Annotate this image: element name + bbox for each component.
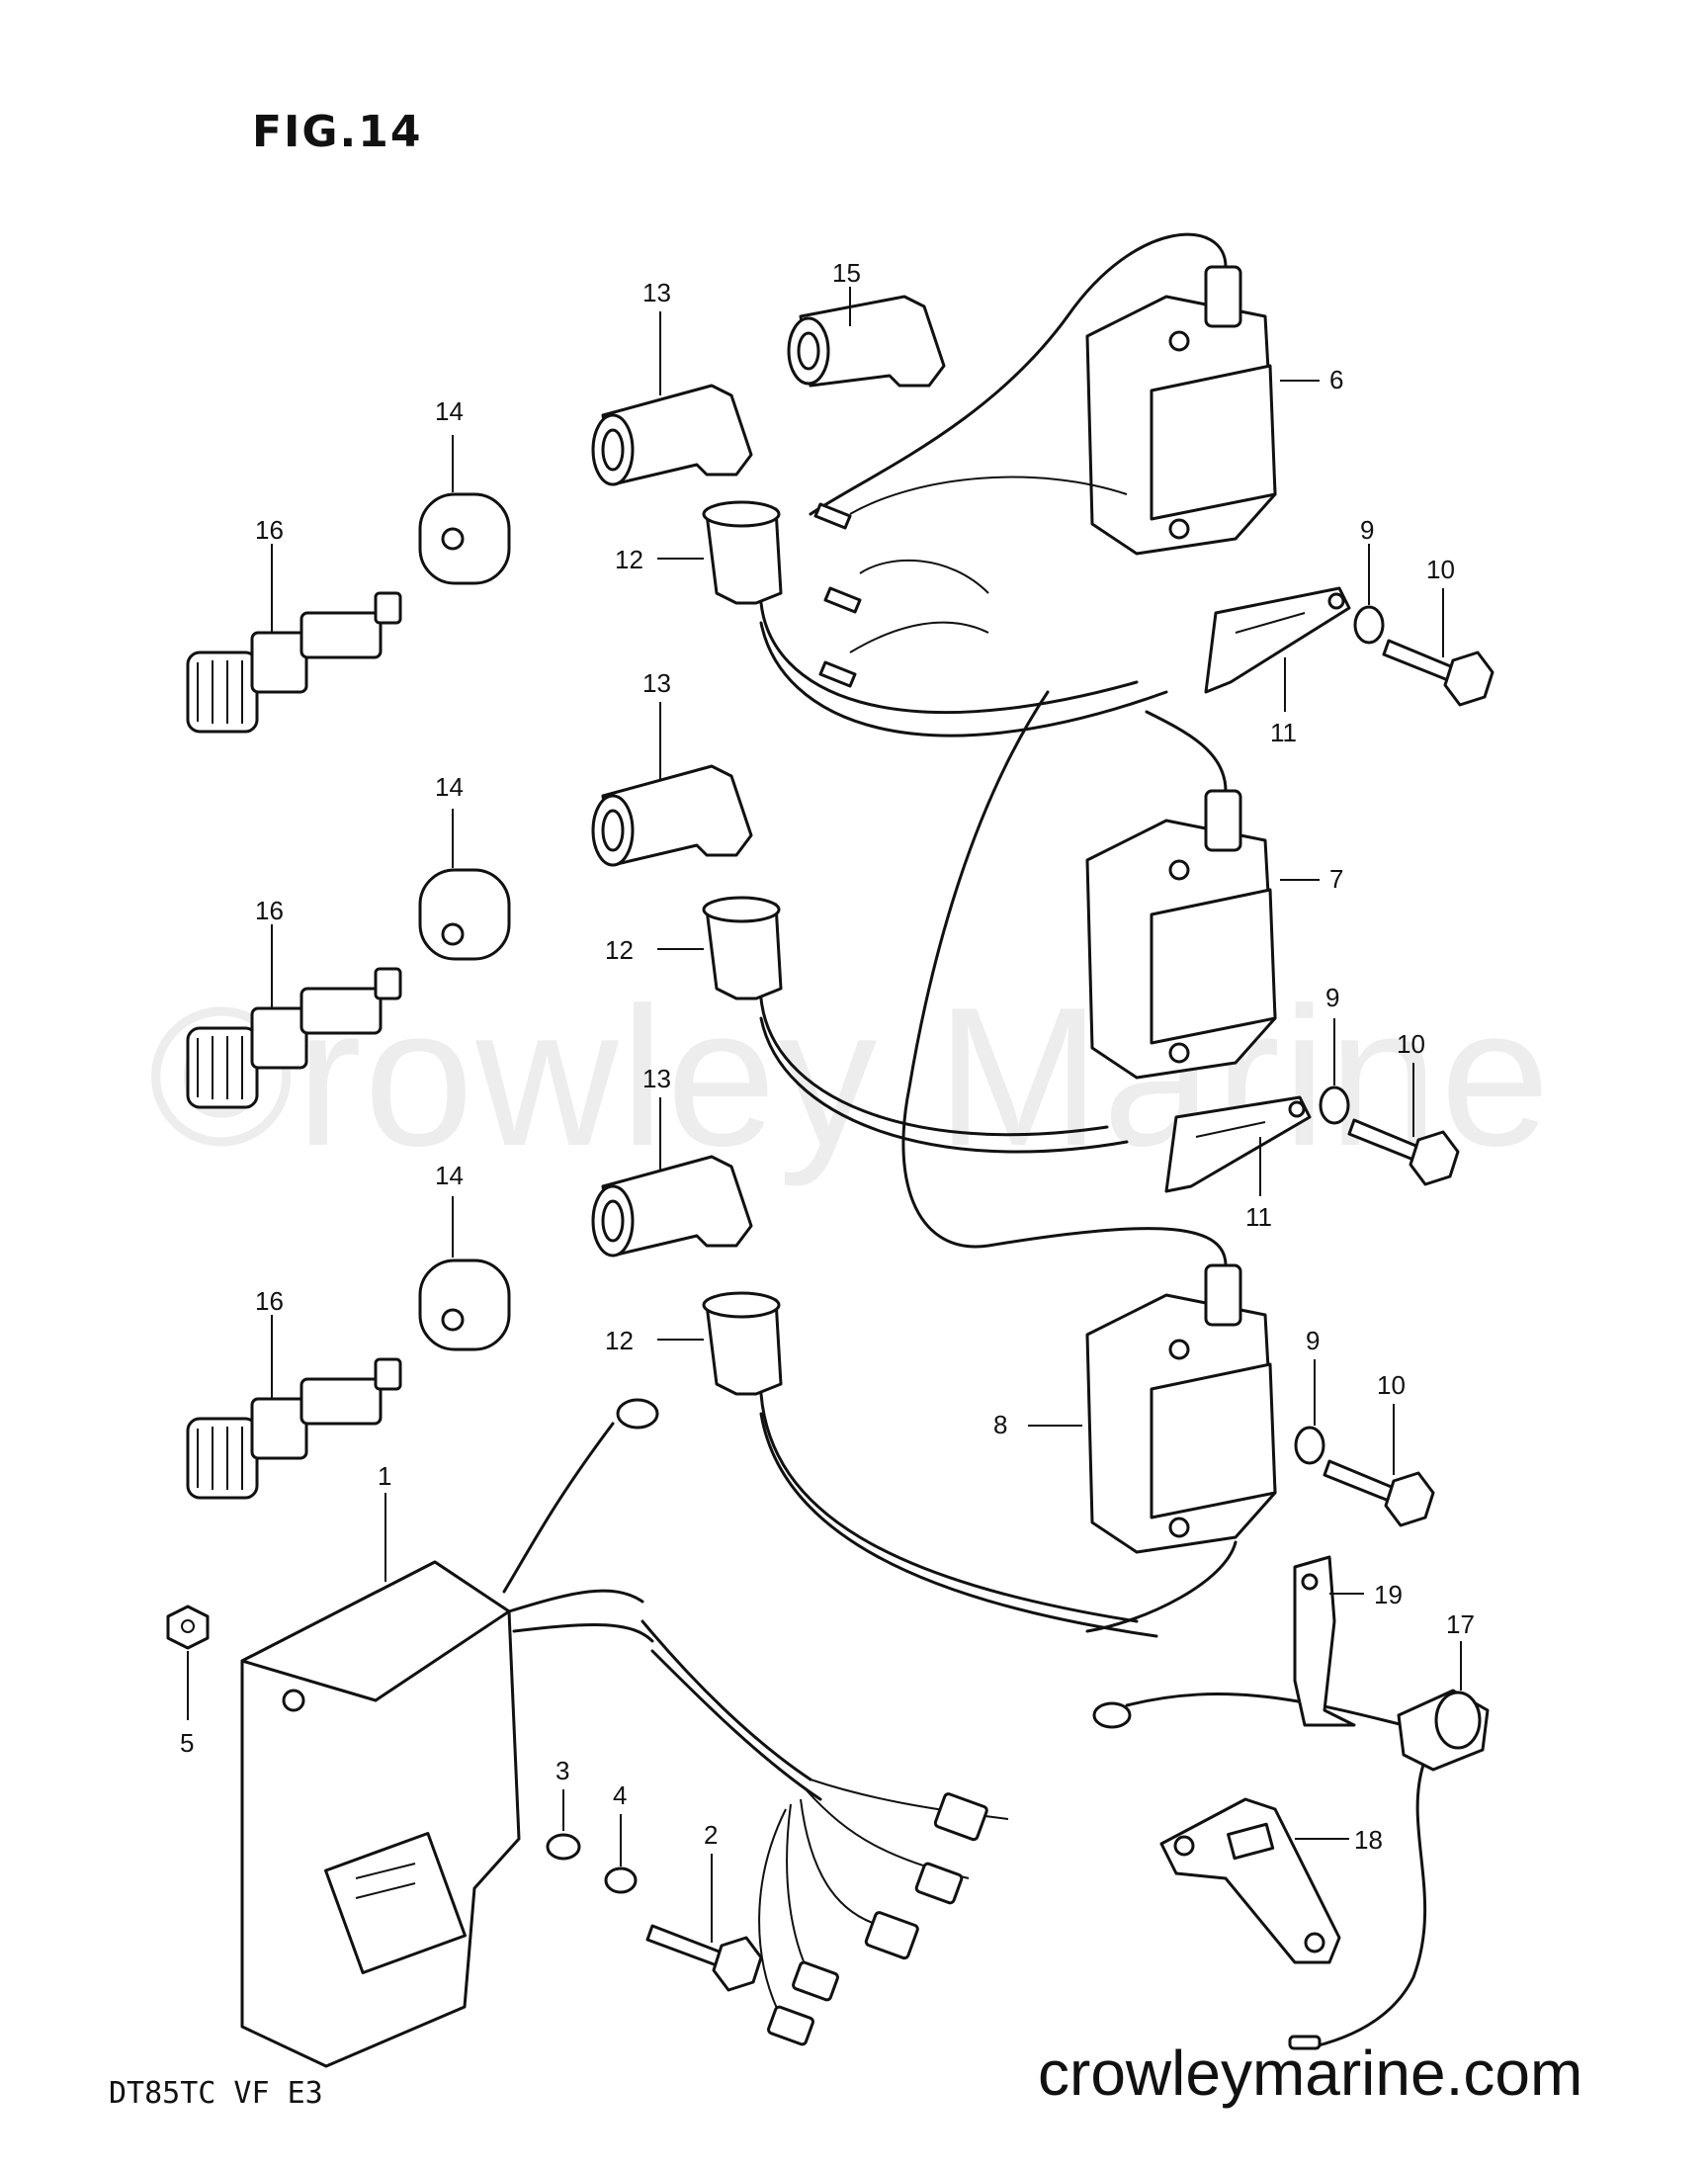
callout-19: 19 — [1374, 1580, 1403, 1609]
bracket-11-lower — [1164, 1095, 1312, 1193]
callout-11: 11 — [1270, 718, 1297, 747]
callout-13: 13 — [642, 668, 671, 698]
callout-9: 9 — [1306, 1326, 1320, 1355]
model-code: DT85TC VF E3 — [109, 2076, 323, 2111]
callout-12: 12 — [605, 1326, 634, 1355]
spark-plug-3 — [186, 1357, 402, 1500]
bolt-10-1 — [1382, 639, 1494, 707]
cdi-ground-lead — [502, 1398, 659, 1594]
callout-14: 14 — [435, 1161, 464, 1190]
stop-switch-17 — [1092, 1689, 1490, 2050]
figure-title: FIG.14 — [252, 107, 423, 157]
callout-5: 5 — [180, 1728, 194, 1758]
callout-9: 9 — [1360, 515, 1374, 545]
callout-10: 10 — [1397, 1029, 1425, 1059]
leader-lines — [187, 287, 1462, 1943]
callout-13: 13 — [642, 278, 671, 307]
callout-13: 13 — [642, 1064, 671, 1093]
ignition-coil-6 — [1085, 265, 1277, 556]
callout-15: 15 — [832, 258, 861, 288]
plug-cap-3 — [591, 1155, 753, 1258]
callout-7: 7 — [1329, 864, 1343, 894]
bolt-2 — [645, 1924, 763, 1992]
clamp-19 — [1293, 1555, 1356, 1727]
bracket-11-upper — [1204, 586, 1351, 694]
bolt-10-3 — [1323, 1459, 1435, 1527]
ignition-coil-7 — [1085, 789, 1277, 1080]
callout-16: 16 — [255, 896, 284, 925]
plug-cap-2 — [591, 764, 753, 867]
ignition-coil-8 — [1085, 1263, 1277, 1554]
callout-4: 4 — [613, 1780, 627, 1810]
cable-boot-1 — [702, 500, 783, 605]
cdi-unit — [240, 1560, 521, 2068]
washer-3 — [546, 1833, 581, 1861]
spark-plug-shape — [186, 591, 402, 734]
washer-9-2 — [1319, 1085, 1350, 1125]
bolt-10-2 — [1347, 1118, 1460, 1186]
callout-6: 6 — [1329, 365, 1343, 394]
high-tension-leads — [759, 232, 1238, 1638]
callout-10: 10 — [1426, 555, 1455, 584]
callout-10: 10 — [1377, 1370, 1406, 1400]
bracket-18 — [1159, 1797, 1341, 1964]
plug-cap-1 — [591, 384, 753, 486]
callout-12: 12 — [615, 545, 643, 574]
callout-18: 18 — [1354, 1825, 1383, 1855]
callout-9: 9 — [1325, 983, 1339, 1012]
callout-12: 12 — [605, 935, 634, 965]
cap-3 — [418, 1259, 511, 1351]
callout-11: 11 — [1245, 1202, 1272, 1232]
spark-plug-2 — [186, 967, 402, 1109]
cable-boot-2 — [702, 896, 783, 1000]
cable-boot-3 — [702, 1291, 783, 1396]
cdi-harness — [507, 1589, 1009, 2046]
callout-14: 14 — [435, 772, 464, 802]
callout-17: 17 — [1446, 1609, 1475, 1639]
primary-leads — [813, 476, 1128, 688]
washer-9-1 — [1353, 605, 1385, 645]
callout-1: 1 — [378, 1461, 391, 1491]
nut-5 — [166, 1605, 210, 1650]
callout-labels: 14 14 14 16 16 16 13 13 13 15 12 12 12 6… — [180, 258, 1475, 1855]
callout-2: 2 — [704, 1820, 718, 1850]
callout-3: 3 — [555, 1756, 569, 1785]
lock-washer-4 — [604, 1866, 638, 1894]
cap-1 — [418, 492, 511, 585]
callout-16: 16 — [255, 1286, 284, 1316]
plug-cap-15 — [787, 295, 946, 388]
callout-8: 8 — [993, 1410, 1007, 1439]
cap-2 — [418, 868, 511, 961]
callout-14: 14 — [435, 396, 464, 426]
washer-9-3 — [1294, 1426, 1325, 1465]
site-name: crowleymarine.com — [1038, 2038, 1583, 2109]
spark-plug-1 — [186, 591, 402, 734]
callout-16: 16 — [255, 515, 284, 545]
